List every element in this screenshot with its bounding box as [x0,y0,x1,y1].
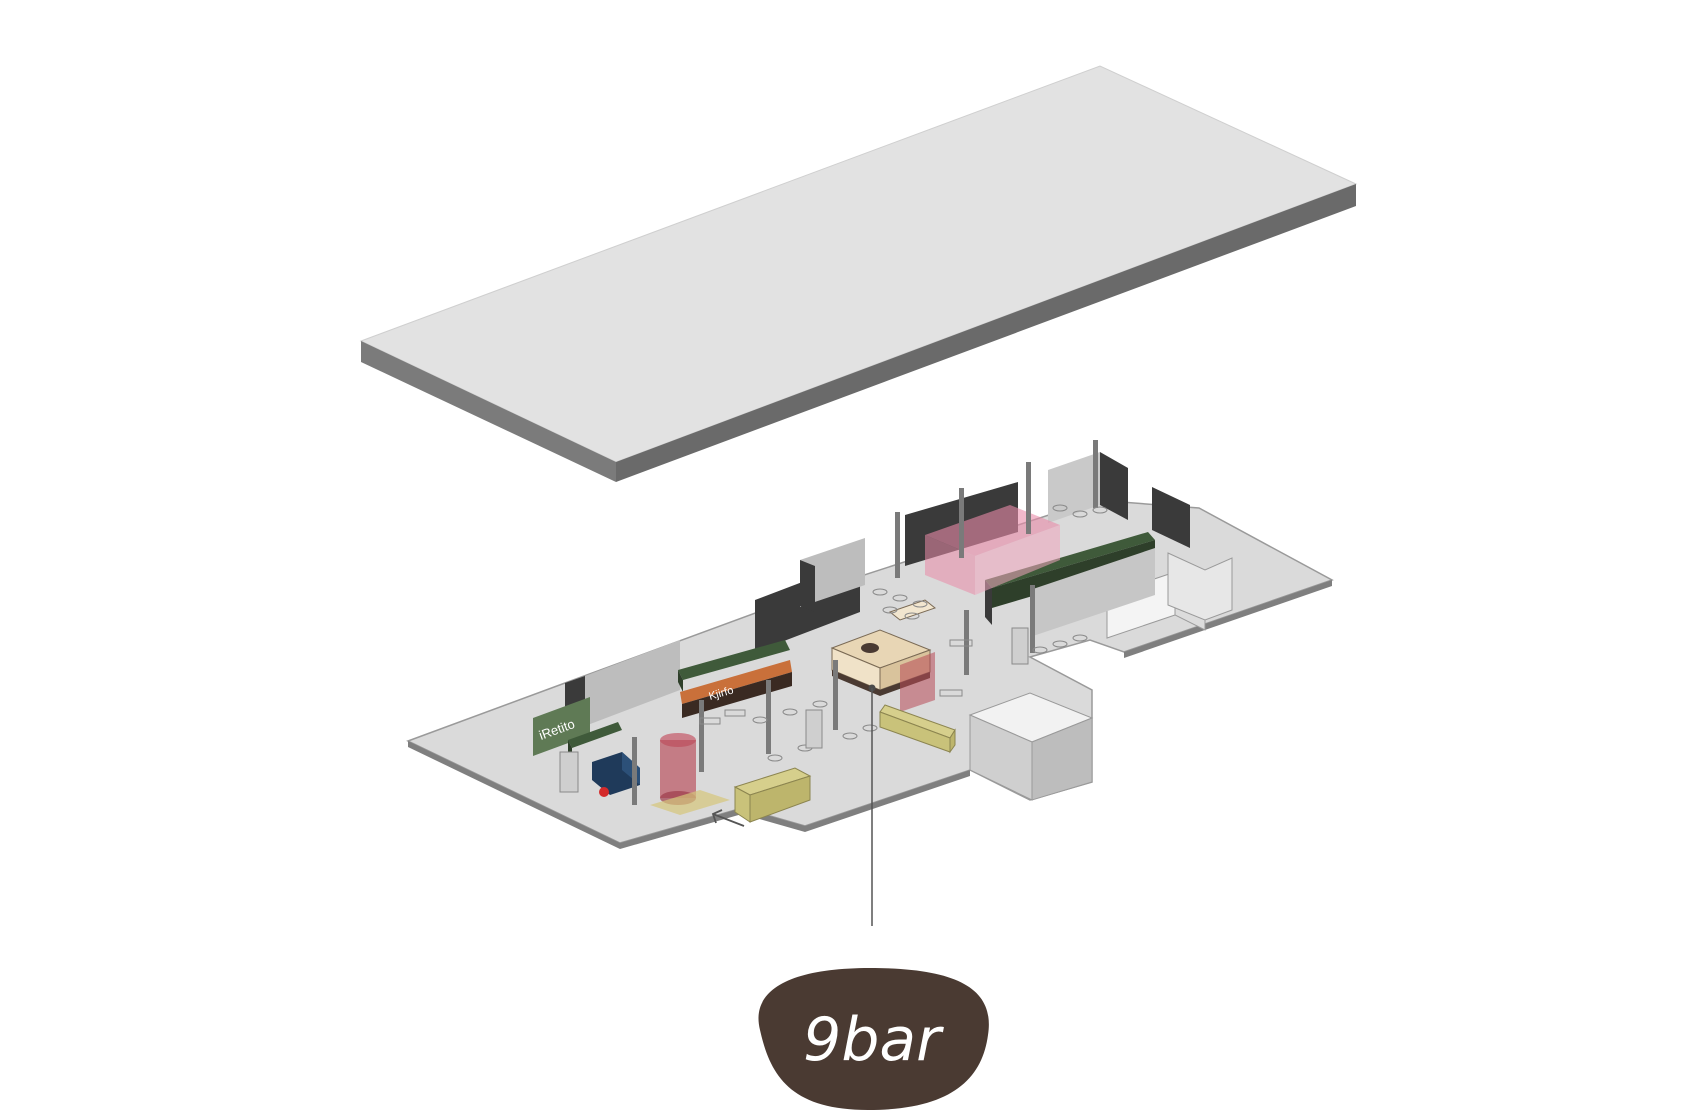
red-cylinder-body [660,740,696,798]
callout-leader [868,684,876,926]
wall-right-panel [1167,552,1233,621]
table [767,754,783,762]
column [766,680,771,754]
upper-slab-side-face [616,184,1356,482]
table [842,732,858,740]
table [882,606,898,614]
table [872,588,888,596]
column [959,488,964,558]
right-bar-back-wall [1030,548,1155,637]
9bar-kiosk [830,599,937,696]
seating-area [699,504,1108,762]
table [862,724,878,732]
upper-slab-front-face [361,341,616,482]
door [1011,627,1029,665]
column [1026,462,1031,534]
main-counter-green-face [678,670,683,692]
bench-right-side [949,728,956,754]
floor-plate-front-edge [408,741,970,849]
column [1093,440,1098,508]
floor-mat [650,790,730,815]
doors [559,627,1029,793]
columns [632,440,1098,805]
door [805,709,823,749]
floor-plate-right-edge [1124,580,1332,658]
bench-left-side [749,775,811,823]
pink-zone-front [925,535,975,595]
upper-level-slab [359,65,1358,482]
9bar-logo-badge: 9bar [758,968,989,1110]
annex-block [968,692,1094,801]
retail-sign-panel [533,697,590,756]
column [1030,585,1035,653]
main-counter: Kjirfo [678,640,792,718]
table [1072,510,1088,518]
upper-slab-top [359,65,1358,463]
retail-counter-left: iRetito [533,697,622,760]
wall-left-long [585,640,680,726]
main-counter-green-top [678,640,790,680]
pink-zone-side [975,525,1060,595]
table [1052,640,1068,648]
table [1052,504,1068,512]
table [1072,634,1088,642]
lounge-seating [699,717,721,725]
column [895,512,900,578]
table [912,600,928,608]
retail-counter-top [568,722,622,748]
column [833,660,838,730]
logo-text: 9bar [803,1005,944,1075]
entrance-arrow-icon [711,809,745,827]
table [1092,506,1108,514]
wall-mid-light [800,538,865,607]
right-bar-end [985,580,992,625]
9bar-kiosk-sign [861,643,879,653]
column [699,700,704,772]
annex-side [1031,717,1093,801]
column [964,610,969,675]
table [752,716,768,724]
lounge-seating [939,689,963,697]
red-partition [900,652,935,712]
wall-upper-dark-2 [1100,452,1128,520]
table [904,612,920,620]
table [892,594,908,602]
column [632,737,637,805]
table [812,700,828,708]
logo-badge-shape [758,968,989,1110]
benches [650,704,956,823]
door [559,751,579,793]
lounge-seating [949,639,973,647]
main-counter-orange [680,660,792,704]
wall-mid-end [800,560,815,612]
lounge-seating [724,709,746,717]
food-truck-wheel [599,787,609,797]
table [782,708,798,716]
wall-right-dark [1152,487,1190,548]
table [1032,646,1048,654]
right-bar-top [985,532,1155,588]
main-counter-dark-face [682,672,792,718]
